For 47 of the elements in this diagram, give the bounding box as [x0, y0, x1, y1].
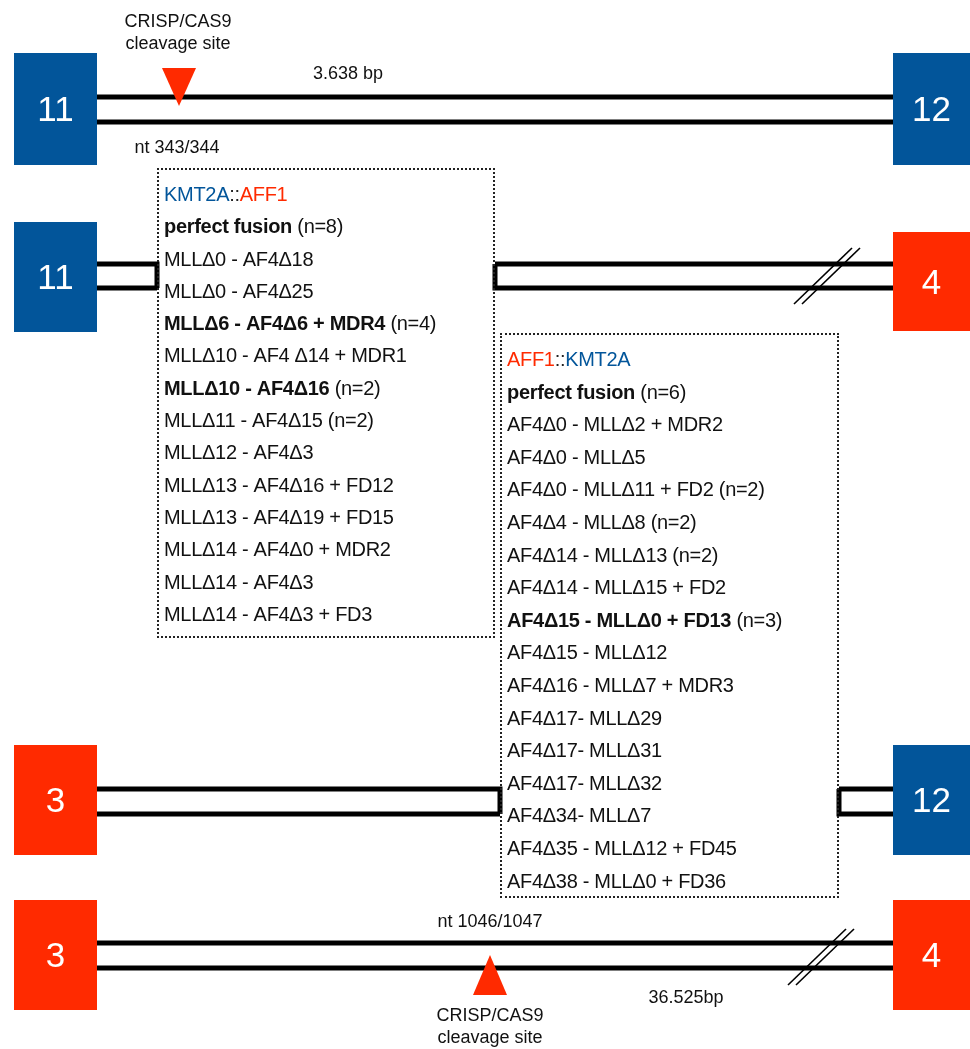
fusion-variant-text: AF4Δ14 - MLLΔ15 + FD2 [507, 575, 727, 601]
exon-box: 11 [14, 53, 97, 165]
fusion-variant-text: AF4Δ35 - MLLΔ12 + FD45 [507, 835, 738, 861]
exon-box: 4 [893, 232, 970, 331]
exon-box: 12 [893, 745, 970, 855]
annotation-label: 3.638 bp [311, 62, 385, 84]
annotation-label: CRISP/CAS9 cleavage site [435, 1004, 545, 1048]
fusion-variant-text: MLLΔ13 - AF4Δ16 + FD12 [164, 472, 395, 498]
annotation-label: nt 1046/1047 [436, 910, 544, 932]
exon-box: 12 [893, 53, 970, 165]
fusion-variant-text: AF4Δ17- MLLΔ31 [507, 738, 663, 764]
fusion-variant-text: MLLΔ0 - AF4Δ18 [164, 246, 315, 272]
fusion-variant-text: AF4Δ16 - MLLΔ7 + MDR3 [507, 672, 735, 698]
fusion-variant-text: MLLΔ11 - AF4Δ15 (n=2) [164, 408, 375, 434]
fusion-variant-text: AF4Δ15 - MLLΔ12 [507, 640, 669, 666]
fusion-variant-text: AF4Δ17- MLLΔ29 [507, 705, 663, 731]
fusion-variant-text: perfect fusion (n=6) [507, 379, 688, 405]
fusion-variant-text: AF4Δ34- MLLΔ7 [507, 803, 652, 829]
fusion-variant-text: MLLΔ14 - AF4Δ0 + MDR2 [164, 537, 392, 563]
fusion-variant-text: MLLΔ14 - AF4Δ3 + FD3 [164, 601, 374, 627]
fusion-variant-text: AF4Δ0 - MLLΔ2 + MDR2 [507, 412, 724, 438]
exon-box: 3 [14, 745, 97, 855]
fusion-variant-text: AF4Δ4 - MLLΔ8 (n=2) [507, 509, 698, 535]
fusion-variant-text: MLLΔ14 - AF4Δ3 [164, 569, 315, 595]
annotation-label: nt 343/344 [133, 136, 221, 158]
annotation-label: 36.525bp [647, 986, 725, 1008]
fusion-variant-text: MLLΔ10 - AF4Δ16 (n=2) [164, 375, 382, 401]
fusion-variant-text: MLLΔ12 - AF4Δ3 [164, 440, 315, 466]
fusion-variant-text: perfect fusion (n=8) [164, 214, 345, 240]
fusion-variant-text: AF4Δ38 - MLLΔ0 + FD36 [507, 868, 727, 894]
fusion-variant-text: AF4Δ0 - MLLΔ11 + FD2 (n=2) [507, 477, 766, 503]
fusion-gene-heading: AFF1::KMT2A [507, 347, 632, 372]
fusion-variant-text: AF4Δ15 - MLLΔ0 + FD13 (n=3) [507, 607, 784, 633]
fusion-variant-text: AF4Δ0 - MLLΔ5 [507, 444, 647, 470]
fusion-variant-text: AF4Δ14 - MLLΔ13 (n=2) [507, 542, 720, 568]
fusion-variant-text: MLLΔ13 - AF4Δ19 + FD15 [164, 504, 395, 530]
fusion-variant-text: AF4Δ17- MLLΔ32 [507, 770, 663, 796]
exon-box: 4 [893, 900, 970, 1010]
fusion-variant-list-box [157, 168, 495, 638]
exon-box: 3 [14, 900, 97, 1010]
fusion-variant-list-box [500, 333, 839, 898]
exon-box: 11 [14, 222, 97, 332]
fusion-gene-heading: KMT2A::AFF1 [164, 182, 289, 207]
fusion-variant-text: MLLΔ6 - AF4Δ6 + MDR4 (n=4) [164, 311, 438, 337]
fusion-variant-text: MLLΔ0 - AF4Δ25 [164, 278, 315, 304]
annotation-label: CRISP/CAS9 cleavage site [123, 10, 233, 54]
fusion-variant-text: MLLΔ10 - AF4 Δ14 + MDR1 [164, 343, 408, 369]
